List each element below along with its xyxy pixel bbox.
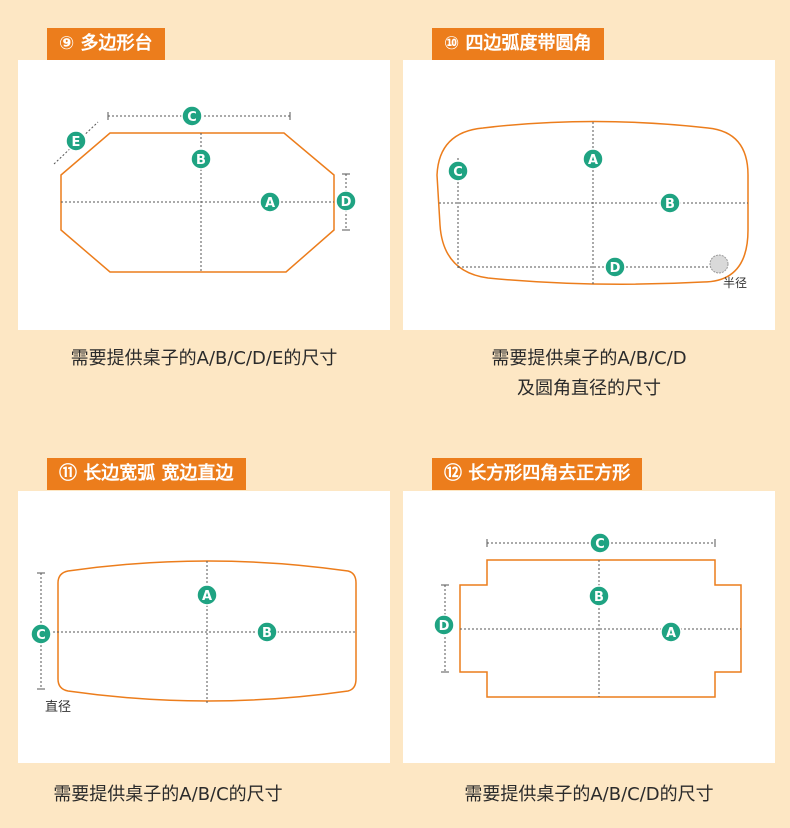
marker-b: B: [256, 621, 278, 643]
section-12-caption: 需要提供桌子的A/B/C/D的尺寸: [403, 780, 775, 810]
marker-a: A: [196, 584, 218, 606]
section-9-title: ⑨ 多边形台: [47, 28, 165, 60]
section-11-title: ⑪ 长边宽弧 宽边直边: [47, 458, 246, 490]
svg-text:B: B: [196, 153, 206, 168]
long-arc-table-diagram: 直径 A B C: [30, 560, 357, 715]
caption-line: 需要提供桌子的A/B/C/D: [491, 348, 687, 369]
notched-rectangle-table-diagram: C B D A: [433, 532, 742, 698]
marker-d: D: [335, 190, 357, 212]
diagram-panel-long-arc-table: 直径 A B C: [18, 491, 390, 763]
svg-text:B: B: [262, 626, 272, 641]
marker-a: A: [582, 148, 604, 170]
svg-text:E: E: [72, 135, 81, 150]
polygon-table-diagram: C E B A D: [53, 105, 357, 273]
marker-c: C: [589, 532, 611, 554]
svg-text:A: A: [666, 626, 676, 641]
caption-line: 需要提供桌子的A/B/C/D的尺寸: [464, 784, 714, 805]
caption-line: 及圆角直径的尺寸: [517, 378, 661, 399]
marker-e: E: [65, 130, 87, 152]
diagram-panel-notched-rectangle-table: C B D A: [403, 491, 775, 763]
section-10-title: ⑩ 四边弧度带圆角: [432, 28, 604, 60]
radius-label: 半径: [723, 276, 747, 290]
diagram-panel-rounded-arc-table: 半径 A C B D: [403, 60, 775, 330]
marker-b: B: [659, 192, 681, 214]
svg-text:B: B: [665, 197, 675, 212]
marker-d: D: [604, 256, 626, 278]
marker-b: B: [190, 148, 212, 170]
marker-a: A: [660, 621, 682, 643]
section-10-caption: 需要提供桌子的A/B/C/D 及圆角直径的尺寸: [403, 344, 775, 404]
rounded-arc-table-diagram: 半径 A C B D: [436, 120, 749, 290]
svg-text:A: A: [265, 196, 275, 211]
corner-radius-circle: [709, 254, 729, 274]
svg-text:C: C: [187, 110, 197, 125]
diagram-panel-polygon-table: C E B A D: [18, 60, 390, 330]
svg-text:C: C: [595, 537, 605, 552]
caption-line: 需要提供桌子的A/B/C的尺寸: [53, 784, 283, 805]
svg-text:A: A: [588, 153, 598, 168]
section-12-title: ⑫ 长方形四角去正方形: [432, 458, 643, 490]
diameter-label: 直径: [45, 700, 71, 715]
svg-text:D: D: [610, 261, 621, 276]
section-11-caption: 需要提供桌子的A/B/C的尺寸: [18, 780, 318, 810]
marker-c: C: [447, 160, 469, 182]
marker-a: A: [259, 191, 281, 213]
marker-d: D: [433, 614, 455, 636]
svg-text:B: B: [594, 590, 604, 605]
svg-text:C: C: [36, 628, 46, 643]
marker-c: C: [30, 623, 52, 645]
caption-line: 需要提供桌子的A/B/C/D/E的尺寸: [70, 348, 338, 369]
svg-text:D: D: [439, 619, 450, 634]
section-9-caption: 需要提供桌子的A/B/C/D/E的尺寸: [18, 344, 390, 374]
marker-c: C: [181, 105, 203, 127]
svg-text:D: D: [341, 195, 352, 210]
svg-text:A: A: [202, 589, 212, 604]
marker-b: B: [588, 585, 610, 607]
svg-text:C: C: [453, 165, 463, 180]
